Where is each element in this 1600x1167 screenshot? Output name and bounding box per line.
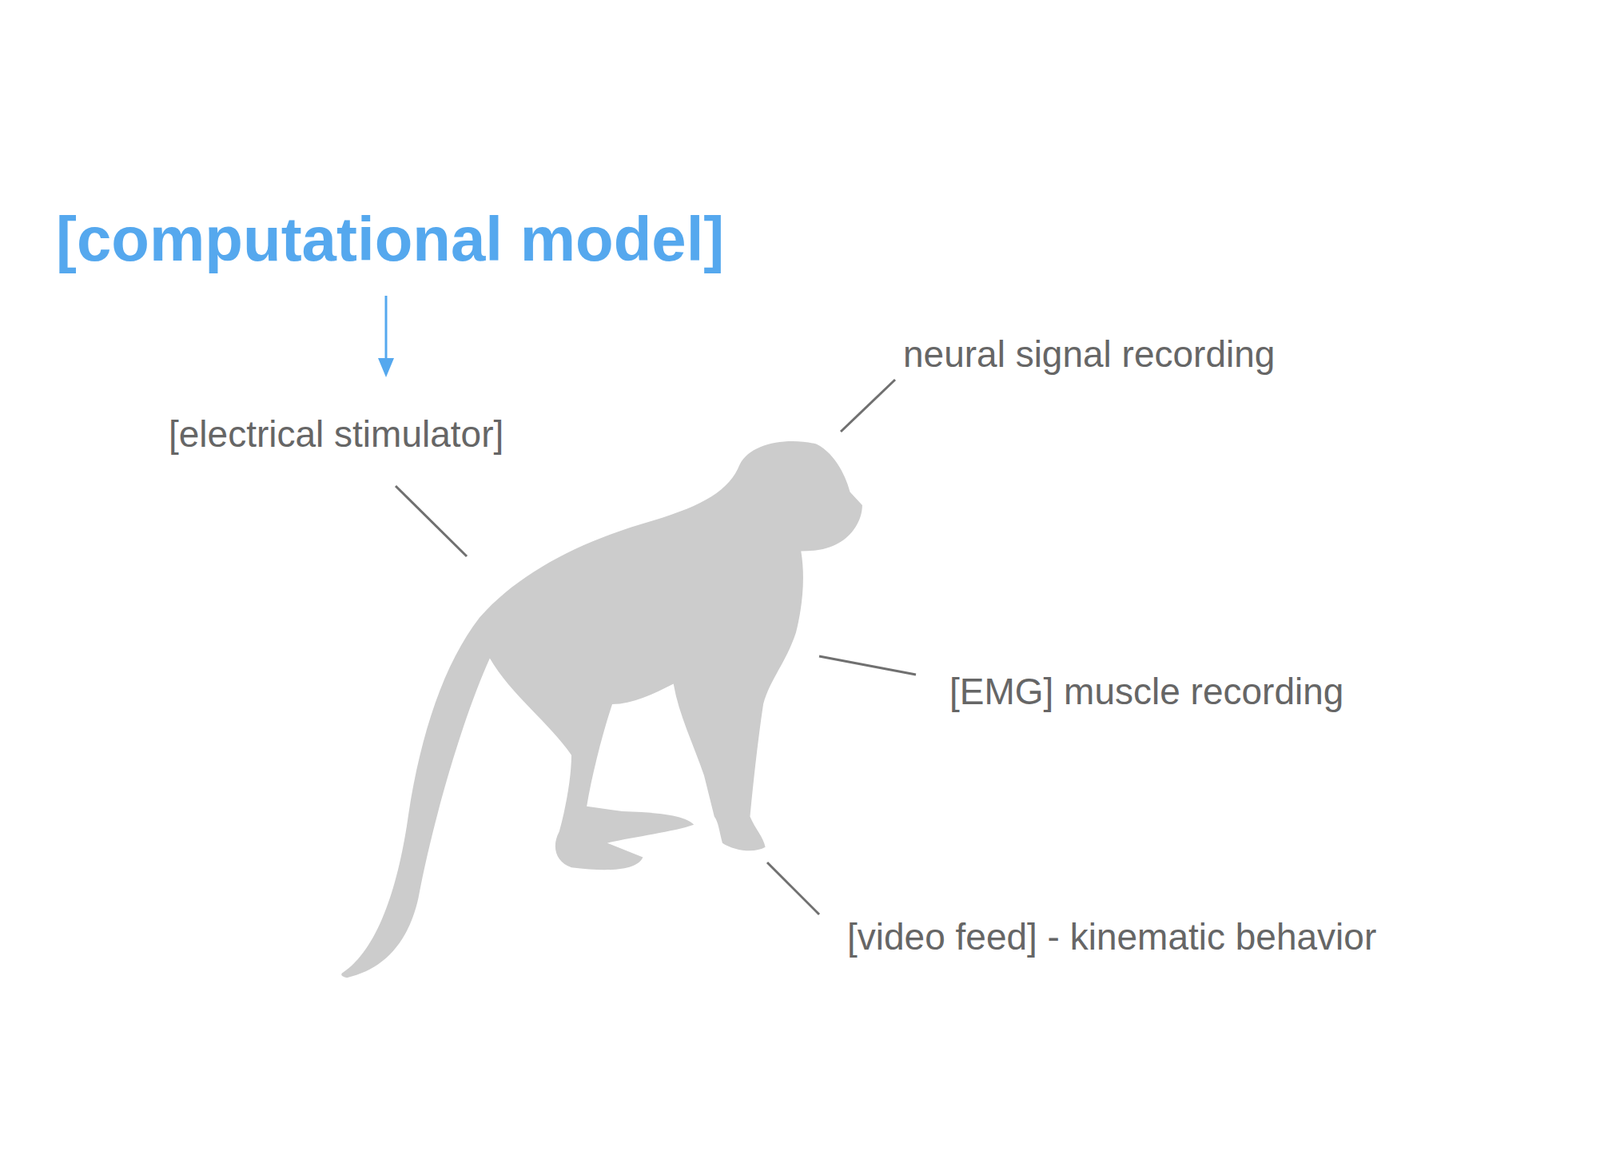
leader-line: [840, 379, 896, 432]
arrow-shaft: [385, 295, 388, 362]
callout-label: [EMG] muscle recording: [949, 670, 1344, 713]
leader-line: [767, 862, 820, 915]
leader-line: [395, 485, 467, 557]
model-arrow: [378, 295, 395, 378]
monkey-silhouette: [341, 441, 863, 978]
callout-label: neural signal recording: [903, 333, 1275, 376]
callout-label: [video feed] - kinematic behavior: [847, 915, 1377, 959]
callout-label: [electrical stimulator]: [168, 413, 504, 456]
leader-line: [819, 656, 916, 675]
monkey-body: [341, 441, 863, 978]
arrow-head: [378, 358, 395, 378]
model-title: [computational model]: [55, 203, 725, 276]
